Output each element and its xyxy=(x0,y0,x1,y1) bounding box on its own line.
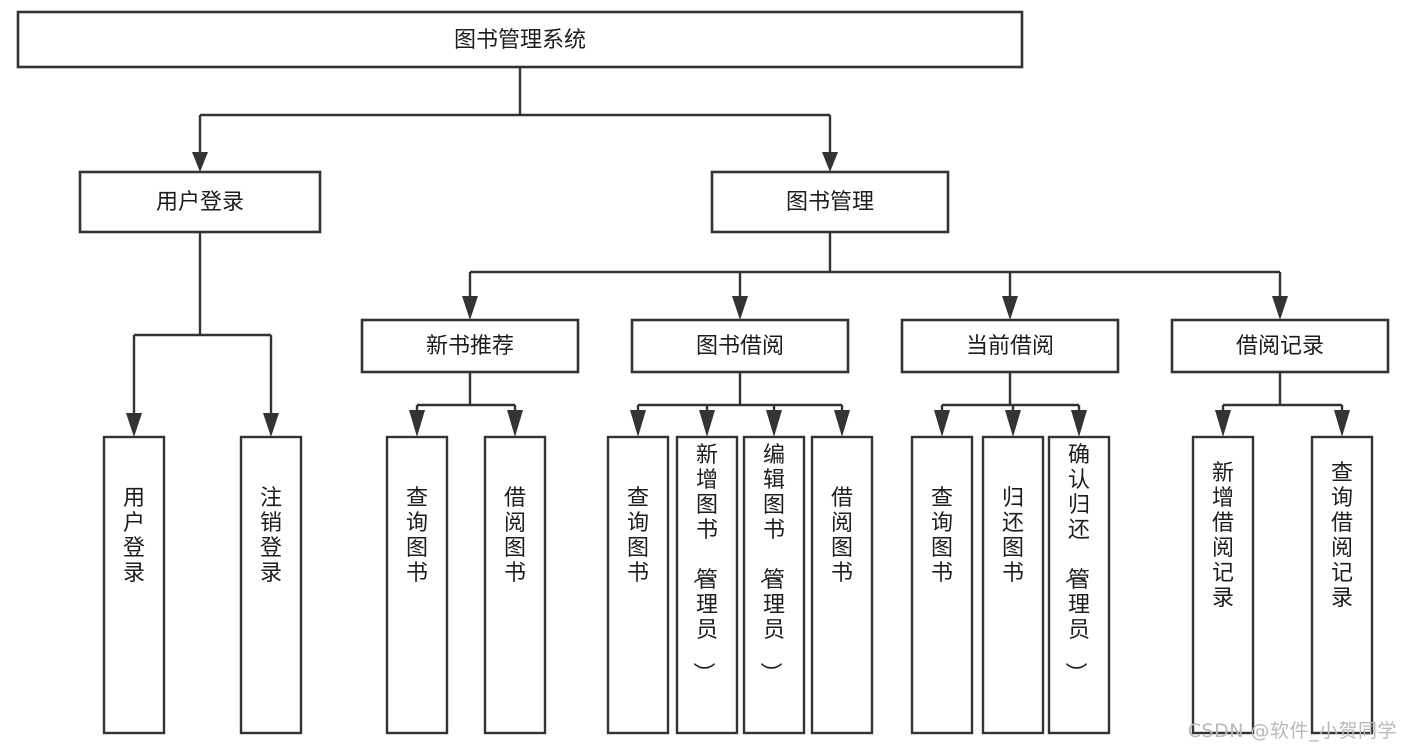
arrow-leaf-query-book-b xyxy=(630,410,646,437)
arrow-to-user-login xyxy=(192,152,208,172)
current-borrow-box[interactable] xyxy=(900,318,1120,374)
leaf-borrow-book-borrow-box[interactable] xyxy=(810,435,874,735)
node-leaf-borrow-book-rec[interactable]: 借阅图书 xyxy=(483,435,547,735)
leaf-query-borrow-record-box[interactable] xyxy=(1310,435,1374,735)
node-leaf-query-book-rec[interactable]: 查询图书 xyxy=(385,435,449,735)
arrow-leaf-borrow-book-b xyxy=(834,410,850,437)
arrow-to-book-manage xyxy=(822,152,838,172)
node-leaf-query-book-current[interactable]: 查询图书 xyxy=(910,435,974,735)
root-label: 图书管理系统 xyxy=(454,28,586,53)
leaf-user-login-label: 用户登录 xyxy=(123,486,145,586)
new-book-recommend-label: 新书推荐 xyxy=(426,334,514,359)
leaf-add-book-admin-label: 新增图书（管理员） xyxy=(690,443,718,684)
borrow-record-box[interactable] xyxy=(1170,318,1390,374)
arrow-leaf-confirm-return xyxy=(1071,410,1087,437)
arrow-leaf-query-book-a xyxy=(409,410,425,437)
leaf-logout-label: 注销登录 xyxy=(260,486,282,586)
node-new-book-recommend[interactable]: 新书推荐 xyxy=(360,318,580,374)
node-user-login[interactable]: 用户登录 xyxy=(78,170,322,234)
user-login-box[interactable] xyxy=(78,170,322,234)
book-management-label: 图书管理 xyxy=(786,190,874,215)
leaf-borrow-book-borrow-label: 借阅图书 xyxy=(831,486,853,586)
node-leaf-logout[interactable]: 注销登录 xyxy=(239,435,303,735)
node-leaf-edit-book-admin[interactable]: 编辑图书（管理员） xyxy=(742,435,806,735)
new-book-recommend-box[interactable] xyxy=(360,318,580,374)
leaf-logout-box[interactable] xyxy=(239,435,303,735)
node-leaf-return-book[interactable]: 归还图书 xyxy=(981,435,1045,735)
leaf-query-book-rec-box[interactable] xyxy=(385,435,449,735)
book-borrow-box[interactable] xyxy=(630,318,850,374)
edge-layer xyxy=(126,67,1350,437)
node-book-management[interactable]: 图书管理 xyxy=(710,170,950,234)
leaf-query-book-rec-label: 查询图书 xyxy=(406,486,428,586)
current-borrow-label: 当前借阅 xyxy=(966,334,1054,359)
leaf-query-borrow-record-label: 查询借阅记录 xyxy=(1331,461,1353,611)
arrow-to-current-borrow xyxy=(1002,296,1018,320)
arrow-to-book-borrow xyxy=(732,296,748,320)
csdn-watermark: CSDN @软件_小贺同学 xyxy=(1187,720,1397,742)
leaf-query-book-current-label: 查询图书 xyxy=(931,486,953,586)
node-root-book-management-system[interactable]: 图书管理系统 xyxy=(16,10,1024,69)
arrow-leaf-return-book xyxy=(1005,410,1021,437)
arrow-leaf-logout xyxy=(263,413,279,437)
arrow-leaf-add-record xyxy=(1215,410,1231,437)
arrow-leaf-query-record xyxy=(1334,410,1350,437)
arrow-leaf-query-book-c xyxy=(934,410,950,437)
leaf-add-book-admin-box[interactable] xyxy=(675,435,739,735)
node-leaf-add-book-admin[interactable]: 新增图书（管理员） xyxy=(675,435,739,735)
book-management-box[interactable] xyxy=(710,170,950,234)
node-leaf-user-login[interactable]: 用户登录 xyxy=(102,435,166,735)
user-login-label: 用户登录 xyxy=(156,190,244,215)
leaf-confirm-return-admin-box[interactable] xyxy=(1047,435,1111,735)
leaf-borrow-book-rec-label: 借阅图书 xyxy=(504,486,526,586)
node-book-borrow[interactable]: 图书借阅 xyxy=(630,318,850,374)
arrow-to-new-book-rec xyxy=(462,296,478,320)
borrow-record-label: 借阅记录 xyxy=(1236,334,1324,359)
node-leaf-confirm-return-admin[interactable]: 确认归还（管理员） xyxy=(1047,435,1111,735)
leaf-add-borrow-record-box[interactable] xyxy=(1191,435,1255,735)
book-borrow-label: 图书借阅 xyxy=(696,334,784,359)
node-current-borrow[interactable]: 当前借阅 xyxy=(900,318,1120,374)
arrow-leaf-user-login xyxy=(126,413,142,437)
leaf-borrow-book-rec-box[interactable] xyxy=(483,435,547,735)
leaf-add-borrow-record-label: 新增借阅记录 xyxy=(1212,461,1234,611)
leaf-user-login-box[interactable] xyxy=(102,435,166,735)
arrow-leaf-add-book xyxy=(699,410,715,437)
leaf-edit-book-admin-box[interactable] xyxy=(742,435,806,735)
leaf-edit-book-admin-label: 编辑图书（管理员） xyxy=(757,443,785,684)
node-leaf-query-book-borrow[interactable]: 查询图书 xyxy=(606,435,670,735)
leaf-return-book-box[interactable] xyxy=(981,435,1045,735)
node-leaf-add-borrow-record[interactable]: 新增借阅记录 xyxy=(1191,435,1255,735)
leaf-query-book-borrow-box[interactable] xyxy=(606,435,670,735)
node-borrow-record[interactable]: 借阅记录 xyxy=(1170,318,1390,374)
node-leaf-query-borrow-record[interactable]: 查询借阅记录 xyxy=(1310,435,1374,735)
node-leaf-borrow-book-borrow[interactable]: 借阅图书 xyxy=(810,435,874,735)
arrow-leaf-edit-book xyxy=(766,410,782,437)
leaf-query-book-borrow-label: 查询图书 xyxy=(627,486,649,586)
arrow-leaf-borrow-book-a xyxy=(507,410,523,437)
root-box[interactable] xyxy=(16,10,1024,69)
leaf-return-book-label: 归还图书 xyxy=(1002,486,1024,586)
leaf-query-book-current-box[interactable] xyxy=(910,435,974,735)
arrow-to-borrow-record xyxy=(1272,296,1288,320)
leaf-confirm-return-admin-label: 确认归还（管理员） xyxy=(1062,443,1090,684)
